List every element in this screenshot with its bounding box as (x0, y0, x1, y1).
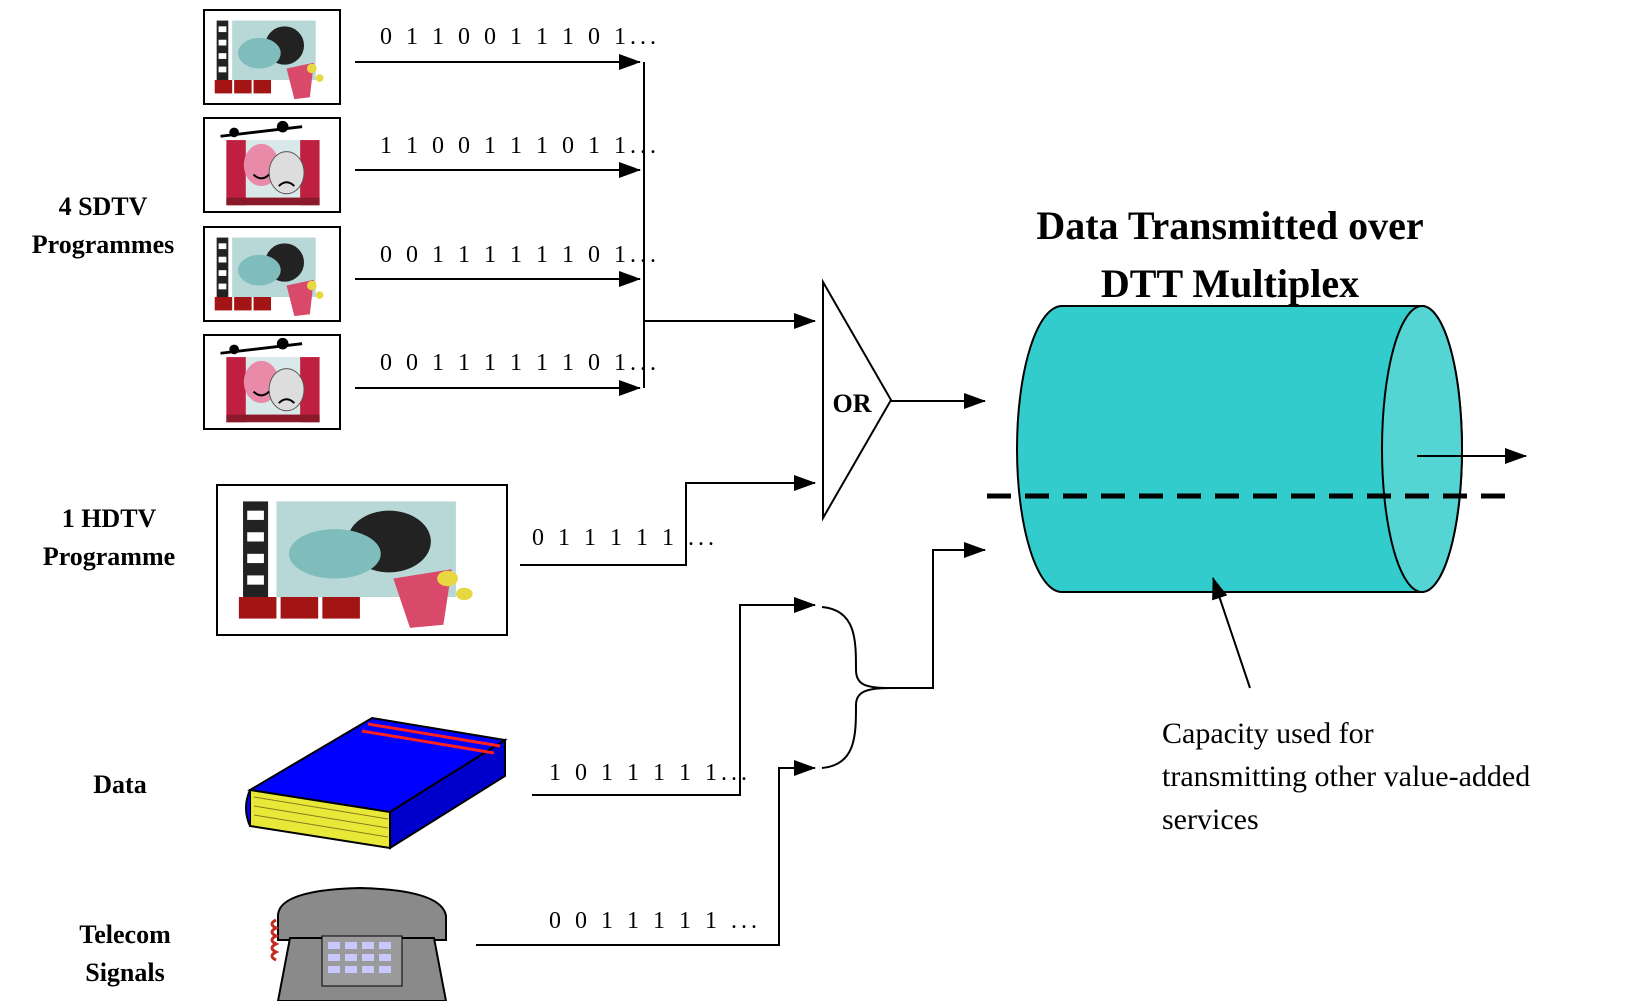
annotation-line-3: services (1162, 803, 1259, 836)
dtt-multiplex-cylinder (1016, 305, 1463, 593)
sdtv-programme-2-image (203, 117, 341, 213)
or-gate (822, 278, 893, 522)
cinema-icon (214, 237, 324, 317)
data-telecom-connectors (476, 542, 986, 946)
theatre-masks-icon (220, 337, 320, 423)
sdtv-programme-3-image (203, 226, 341, 322)
annotation-line-1: Capacity used for (1162, 717, 1374, 750)
data-label: Data (93, 770, 147, 799)
sdtv-connectors (355, 54, 816, 396)
telecom-label: Telecom Signals (79, 920, 171, 987)
data-bitstream: 1 0 1 1 1 1 1... (549, 760, 751, 786)
hdtv-connector (520, 475, 816, 566)
theatre-masks-icon (220, 120, 320, 206)
sdtv-label: 4 SDTV Programmes (31, 192, 175, 259)
sdtv-3-bitstream: 0 0 1 1 1 1 1 1 0 1... (380, 242, 660, 268)
cinema-icon (238, 501, 473, 628)
hdtv-programme-image (216, 484, 508, 636)
annotation-line-2: transmitting other value-added (1162, 760, 1531, 793)
sdtv-4-bitstream: 0 0 1 1 1 1 1 1 0 1... (380, 350, 660, 376)
sdtv-programme-1-image (203, 9, 341, 105)
hdtv-bitstream: 0 1 1 1 1 1 ... (532, 525, 718, 551)
multiplex-title-line-1: Data Transmitted over (1036, 203, 1424, 248)
sdtv-2-bitstream: 1 1 0 0 1 1 1 0 1 1... (380, 133, 660, 159)
annotation-pointer (1212, 577, 1251, 689)
telephone-icon (270, 886, 448, 1001)
book-icon (245, 716, 508, 850)
hdtv-label: 1 HDTV Programme (42, 504, 176, 571)
multiplex-title-line-2: DTT Multiplex (1100, 261, 1360, 306)
or-gate-label: OR (833, 389, 872, 418)
sdtv-1-bitstream: 0 1 1 0 0 1 1 1 0 1... (380, 24, 660, 50)
cinema-icon (214, 20, 324, 100)
sdtv-programme-4-image (203, 334, 341, 430)
telecom-bitstream: 0 0 1 1 1 1 1 ... (549, 908, 761, 934)
